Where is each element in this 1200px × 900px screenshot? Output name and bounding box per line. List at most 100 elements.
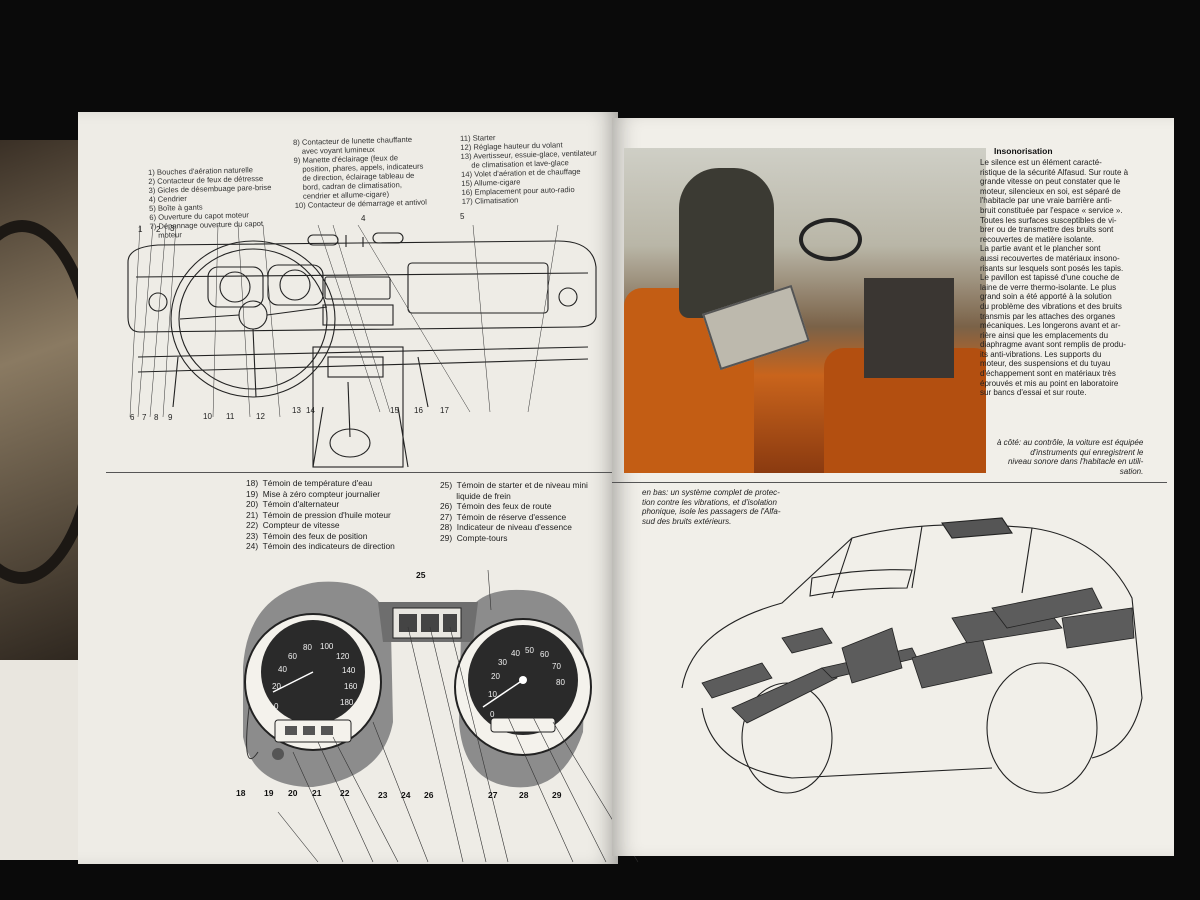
cluster-legend-col2: 25) Témoin de starter et de niveau mini …: [440, 480, 588, 543]
cluster-callout-20: 20: [288, 788, 298, 798]
legend-line: 21) Témoin de pression d'huile moteur: [246, 509, 391, 520]
cluster-callout-28: 28: [519, 790, 529, 800]
speedo-tick-140: 140: [342, 666, 356, 675]
body-line: brer ou de transmettre des bruits sont: [980, 225, 1114, 235]
tacho-tick-80: 80: [556, 678, 565, 687]
dashboard-callout-9: 9: [168, 413, 173, 422]
body-line: laine de verre thermo-isolante. Le plus: [980, 282, 1117, 292]
speedo-tick-0: 0: [274, 702, 279, 711]
car-chassis-cutaway-drawing: [681, 517, 1143, 794]
speedo-tick-100: 100: [320, 642, 334, 651]
dashboard-callout-6: 6: [130, 413, 135, 422]
body-line: éprouvés et mis au point en laboratoire: [980, 378, 1119, 388]
bottom-caption: en bas: un système complet de protec-tio…: [642, 488, 781, 526]
cluster-callout-29: 29: [552, 790, 562, 800]
dashboard-callout-4: 4: [361, 214, 366, 223]
caption-line: d'instruments qui enregistrent le: [1030, 447, 1144, 457]
legend-line: 24) Témoin des indicateurs de direction: [246, 541, 395, 551]
speedo-tick-20: 20: [272, 682, 281, 691]
speedo-tick-160: 160: [344, 682, 358, 691]
dashboard-callout-10: 10: [203, 412, 212, 421]
section-divider: [106, 472, 618, 473]
cluster-callout-22: 22: [340, 788, 350, 798]
dashboard-callout-15: 15: [390, 406, 399, 415]
speedo-tick-120: 120: [336, 652, 350, 661]
legend-line: 25) Témoin de starter et de niveau mini: [440, 480, 588, 490]
body-line: La partie avant et le plancher sont: [980, 244, 1101, 254]
cluster-callout-25: 25: [416, 570, 426, 580]
cluster-callout-18: 18: [236, 788, 246, 798]
dashboard-callout-11: 11: [226, 412, 235, 421]
legend-line: 20) Témoin d'alternateur: [246, 499, 340, 509]
dashboard-callout-3: 3: [170, 224, 175, 233]
legend-line: 22) Compteur de vitesse: [246, 520, 340, 530]
dashboard-callout-8: 8: [154, 413, 159, 422]
dashboard-callout-16: 16: [414, 406, 423, 415]
legend-line: 18) Témoin de température d'eau: [246, 478, 373, 488]
driver-figure: [679, 168, 774, 318]
body-line: du problème des vibrations et des bruits: [980, 301, 1122, 311]
body-line: aussi recouvertes de matériaux insono-: [980, 253, 1120, 263]
tacho-tick-20: 20: [491, 672, 500, 681]
tacho-tick-10: 10: [488, 690, 497, 699]
body-line: diaphragme avant sont remplis de produ-: [980, 340, 1126, 350]
dashboard-callout-12: 12: [256, 412, 265, 421]
body-line: grand soin a été apporté à la solution: [980, 292, 1112, 302]
dashboard-line-drawing: [127, 224, 597, 468]
dashboard-callout-17: 17: [440, 406, 449, 415]
dashboard-callout-7: 7: [142, 413, 147, 422]
cluster-callout-21: 21: [312, 788, 322, 798]
right-page: Insonorisation Le silence est un élément…: [612, 118, 1174, 856]
dashboard-callout-1: 1: [138, 225, 143, 234]
photo-caption: à côté: au contrôle, la voiture est équi…: [997, 438, 1143, 476]
dashboard-callout-13: 13: [292, 406, 301, 415]
legend-line: 19) Mise à zéro compteur journalier: [246, 488, 381, 499]
tacho-tick-50: 50: [525, 646, 534, 655]
body-line: l'habitacle par une vraie barrière anti-: [980, 196, 1112, 206]
body-line: Le pavillon est tapissé d'une couche de: [980, 273, 1120, 283]
steering-wheel: [799, 218, 862, 261]
body-text: Le silence est un élément caracté-ristiq…: [980, 158, 1128, 398]
dashboard-callout-5: 5: [460, 212, 465, 221]
section-heading: Insonorisation: [994, 146, 1053, 156]
body-line: its anti-vibrations. Les supports du: [980, 349, 1102, 359]
caption-line: niveau sonore dans l'habitacle en utili-: [1007, 457, 1144, 467]
tacho-tick-60: 60: [540, 650, 549, 659]
dashboard-callout-2: 2: [156, 225, 161, 234]
body-line: mécaniques. Les longerons avant et ar-: [980, 321, 1121, 331]
cluster-callout-26: 26: [424, 790, 434, 800]
dashboard-legend-col2: 8) Contacteur de lunette chauffante avec…: [293, 135, 427, 210]
legend-line: 29) Compte-tours: [440, 532, 508, 543]
cluster-callout-24: 24: [401, 790, 411, 800]
caption-line: sation.: [1119, 466, 1144, 476]
cluster-callout-23: 23: [378, 790, 388, 800]
legend-line: 26) Témoin des feux de route: [440, 501, 552, 511]
caption-line: tion contre les vibrations, et d'isolati…: [642, 497, 777, 507]
body-line: moteur, silencieux en soi, est séparé de: [980, 186, 1121, 196]
recording-equipment: [864, 278, 954, 378]
body-line: transmis par les attaches des organes: [980, 311, 1116, 321]
body-line: moteur, des suspensions et du tuyau: [980, 359, 1111, 369]
legend-line: 23) Témoin des feux de position: [246, 530, 368, 541]
caption-line: sud des bruits extérieurs.: [642, 516, 732, 526]
dashboard-callout-14: 14: [306, 406, 315, 415]
tacho-tick-30: 30: [498, 658, 507, 667]
caption-line: phonique, isole les passagers de l'Alfa-: [642, 507, 781, 517]
caption-line: à côté: au contrôle, la voiture est équi…: [997, 438, 1144, 447]
legend-line: 27) Témoin de réserve d'essence: [440, 511, 567, 522]
body-line: grande vitesse on peut constater que le: [980, 177, 1121, 187]
tacho-tick-40: 40: [511, 649, 520, 658]
speedo-tick-60: 60: [288, 652, 297, 661]
body-line: sur bancs d'essai et sur route.: [980, 388, 1087, 398]
cluster-callout-27: 27: [488, 790, 498, 800]
body-line: rière ainsi que les emplacements du: [980, 330, 1109, 340]
caption-line: en bas: un système complet de protec-: [642, 488, 780, 497]
cluster-callout-19: 19: [264, 788, 274, 798]
body-line: Toutes les surfaces susceptibles de vi-: [980, 215, 1117, 225]
legend-line: liquide de frein: [440, 490, 511, 501]
body-line: ristique de la sécurité Alfasud. Sur rou…: [980, 167, 1129, 177]
body-line: d'échappement sont en matériaux très: [980, 369, 1116, 379]
body-line: recouvertes de matière isolante.: [980, 234, 1094, 244]
